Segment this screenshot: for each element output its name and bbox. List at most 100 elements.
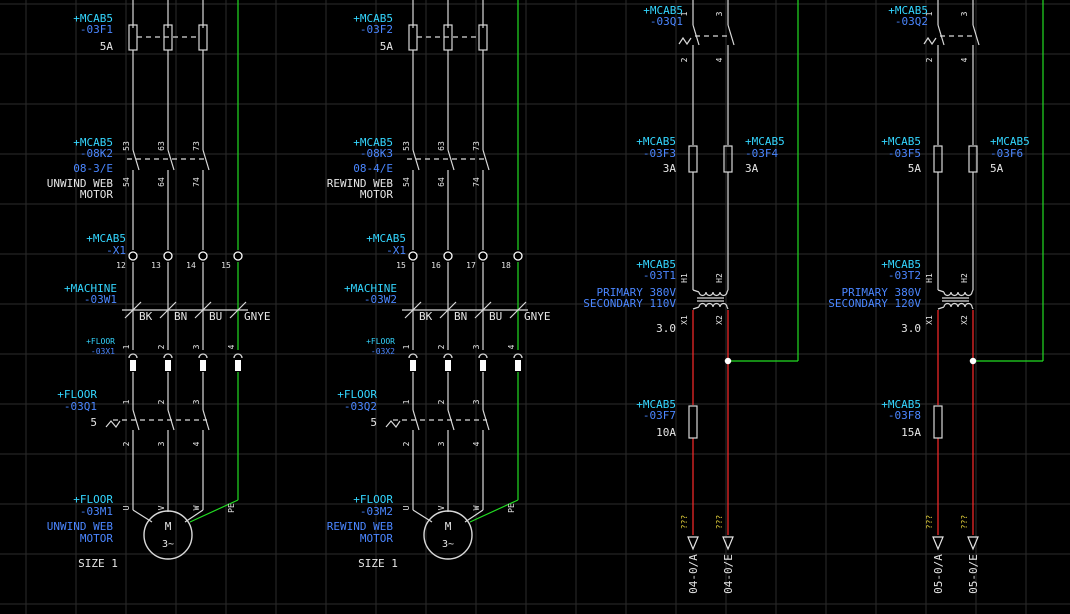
- cable-core: BU: [489, 310, 502, 323]
- pe-wire-to-motor: [469, 499, 519, 523]
- contactor-pin-bottom: 54: [402, 177, 411, 187]
- terminal-node: [513, 251, 523, 261]
- isolator-pin-bottom: 4: [472, 441, 481, 446]
- contactor-location: +MCAB5: [353, 136, 393, 149]
- transformer-pin-top: H2: [715, 273, 724, 283]
- page-reference: 04-0/E: [722, 554, 735, 594]
- transformer-pin-bottom: X1: [925, 315, 934, 325]
- cable-tag: -03W1: [84, 293, 117, 306]
- isolator-actuator-icon: [105, 420, 121, 429]
- plug-socket: [478, 353, 488, 359]
- motor-location: +FLOOR: [73, 493, 113, 506]
- plug-socket: [128, 353, 138, 359]
- supply-fuse: [688, 145, 698, 173]
- contactor-reference: 08-3/E: [73, 162, 113, 175]
- terminal-number: 18: [501, 261, 511, 270]
- plug-pin: [410, 360, 416, 371]
- off-page-connector-icon: [932, 536, 944, 551]
- fuse-location: +MCAB5: [636, 135, 676, 148]
- cable-core: GNYE: [244, 310, 271, 323]
- supply-breaker-blade: [692, 24, 700, 46]
- contactor-pin-top: 53: [122, 141, 131, 151]
- contactor-blade: [202, 149, 210, 171]
- breaker-pin-bottom: 4: [960, 57, 969, 62]
- supply-breaker-blade: [972, 24, 980, 46]
- unknown-marker: ???: [715, 515, 724, 530]
- unknown-marker: ???: [680, 515, 689, 530]
- contactor-blade: [167, 149, 175, 171]
- contactor-pin-bottom: 74: [192, 177, 201, 187]
- breaker-pin-top: 3: [960, 11, 969, 16]
- plug-socket: [408, 353, 418, 359]
- motor-size: SIZE 1: [78, 557, 118, 570]
- plug-pin-number: 1: [122, 344, 131, 349]
- terminal-number: 16: [431, 261, 441, 270]
- plug-pin: [165, 360, 171, 371]
- breaker-pin-bottom: 2: [680, 57, 689, 62]
- transformer-lead: [726, 289, 729, 293]
- terminal-location: +MCAB5: [86, 232, 126, 245]
- contactor-description: MOTOR: [360, 188, 393, 201]
- wires-layer: [132, 0, 1044, 535]
- transformer-secondary: SECONDARY 110V: [583, 297, 676, 310]
- motor-pin: V: [157, 505, 166, 510]
- fuse-rating: 5A: [908, 162, 922, 175]
- isolator-pin-top: 1: [402, 399, 411, 404]
- plug-socket: [163, 353, 173, 359]
- isolator-pin-top: 2: [437, 399, 446, 404]
- breaker-rating: 5A: [100, 40, 114, 53]
- breaker-actuator-icon: [923, 36, 937, 46]
- fuse-rating: 3A: [663, 162, 677, 175]
- output-fuse-rating: 10A: [656, 426, 676, 439]
- breaker-tag: -03Q1: [650, 15, 683, 28]
- output-fuse: [933, 405, 943, 439]
- breaker-actuator-icon: [678, 36, 692, 46]
- terminal-number: 15: [396, 261, 406, 270]
- motor-letter: M: [445, 520, 452, 533]
- breaker-location: +MCAB5: [643, 4, 683, 17]
- transformer-primary-coil: [719, 291, 728, 297]
- output-fuse-location: +MCAB5: [881, 398, 921, 411]
- breaker-pin-top: 1: [680, 11, 689, 16]
- motor-pin: W: [472, 505, 481, 510]
- transformer-rating: 3.0: [656, 322, 676, 335]
- contactor-pin-bottom: 64: [157, 177, 166, 187]
- transformer-location: +MCAB5: [636, 258, 676, 271]
- transformer-secondary-coil: [964, 302, 973, 308]
- fuse-tag: -03F6: [990, 147, 1023, 160]
- terminal-node: [443, 251, 453, 261]
- plug-pin: [515, 360, 521, 371]
- off-page-connector-icon: [722, 536, 734, 551]
- plug-pin-number: 3: [472, 344, 481, 349]
- fuse-location: +MCAB5: [745, 135, 785, 148]
- cable-core: BK: [139, 310, 153, 323]
- transformer-lead: [971, 289, 974, 293]
- motor-size: SIZE 1: [358, 557, 398, 570]
- contactor-tag: -08K3: [360, 147, 393, 160]
- isolator-actuator-icon: [385, 420, 401, 429]
- motor-pin: PE: [507, 503, 516, 513]
- contactor-blade: [412, 149, 420, 171]
- plug-socket: [443, 353, 453, 359]
- motor-letter: M: [165, 520, 172, 533]
- cable-tag: -03W2: [364, 293, 397, 306]
- terminal-number: 12: [116, 261, 126, 270]
- fuse-tag: -03F3: [643, 147, 676, 160]
- supply-breaker-blade: [727, 24, 735, 46]
- cable-core: GNYE: [524, 310, 551, 323]
- plug-socket: [198, 353, 208, 359]
- contactor-location: +MCAB5: [73, 136, 113, 149]
- breaker-location: +MCAB5: [73, 12, 113, 25]
- transformer-primary-coil: [964, 291, 973, 297]
- contactor-description: MOTOR: [80, 188, 113, 201]
- motor-symbol: [143, 510, 193, 560]
- terminal-node: [198, 251, 208, 261]
- motor-tag: -03M2: [360, 505, 393, 518]
- contactor-pin-top: 63: [157, 141, 166, 151]
- breaker-tag: -03F1: [80, 23, 113, 36]
- transformer-lead: [726, 306, 729, 310]
- plug-tag: -03X2: [371, 347, 395, 356]
- output-fuse-location: +MCAB5: [636, 398, 676, 411]
